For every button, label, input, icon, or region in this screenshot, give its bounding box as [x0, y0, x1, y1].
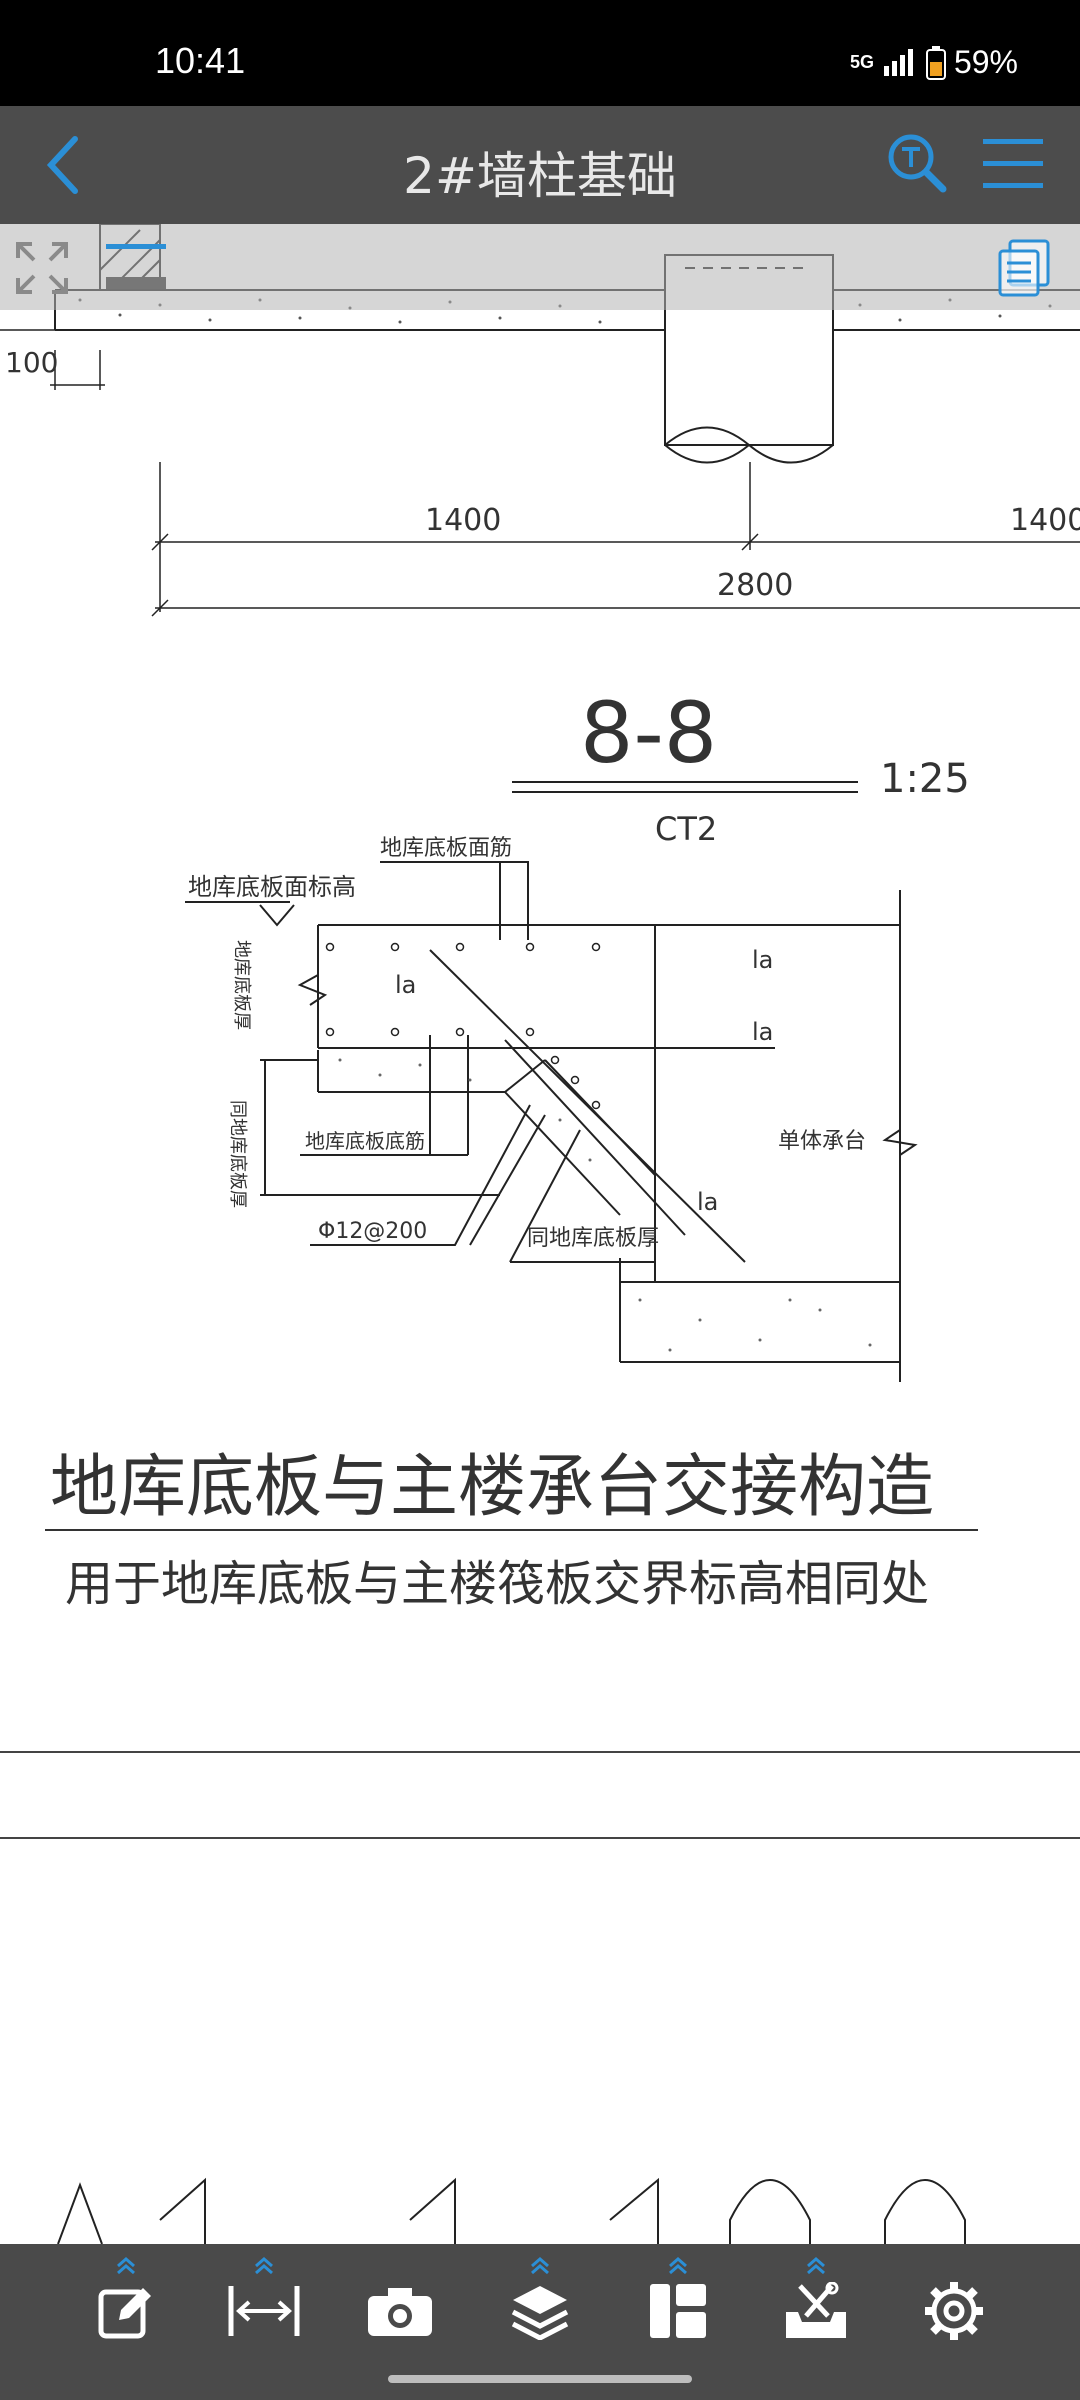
label-la-1: la — [395, 971, 416, 999]
back-arrow-icon — [46, 136, 78, 194]
pages-button[interactable] — [992, 236, 1056, 300]
battery-level: 59% — [953, 44, 1018, 80]
label-bottom-rebar: 地库底板底筋 — [305, 1129, 425, 1153]
dim-1400-right: 1400 — [1010, 503, 1080, 538]
section-detail — [185, 861, 918, 1382]
edit-icon — [98, 2288, 151, 2339]
expand-chevron-icon — [807, 2257, 825, 2275]
section-ref: CT2 — [655, 810, 717, 848]
canvas-overlay-bar — [0, 224, 1080, 310]
expand-chevron-icon — [669, 2257, 687, 2275]
concrete-texture-detail — [338, 1058, 872, 1352]
status-time: 10:41 — [155, 40, 246, 81]
camera-tool[interactable] — [350, 2256, 450, 2366]
cad-drawing: 100 1400 1400 2800 8-8 1:25 CT2 — [0, 224, 1080, 2244]
bottom-toolbar — [0, 2244, 1080, 2400]
toolbox-icon — [786, 2282, 846, 2338]
dim-100: 100 — [5, 346, 58, 379]
status-bar: 10:41 5G 59% — [0, 0, 1080, 106]
label-cap: 单体承台 — [778, 1129, 866, 1154]
document-title: 2#墙柱基础 — [403, 147, 677, 205]
app-bar: 2#墙柱基础 — [0, 106, 1080, 224]
menu-icon — [983, 139, 1043, 188]
camera-icon — [368, 2288, 432, 2336]
back-button[interactable] — [28, 130, 98, 200]
label-top-elev: 地库底板面标高 — [188, 873, 356, 901]
dim-2800: 2800 — [717, 568, 793, 603]
layers-tool[interactable] — [490, 2256, 590, 2366]
drawing-subcaption: 用于地库底板与主楼筏板交界标高相同处 — [65, 1556, 929, 1612]
dimension-lines — [151, 462, 1080, 617]
network-label: 5G — [849, 52, 874, 72]
partial-glyphs — [57, 2177, 966, 2244]
menu-button[interactable] — [978, 128, 1048, 198]
drawing-canvas[interactable]: 100 1400 1400 2800 8-8 1:25 CT2 — [0, 224, 1080, 2244]
label-stirrup: Φ12@200 — [318, 1219, 427, 1244]
drawing-caption: 地库底板与主楼承台交接构造 — [50, 1448, 934, 1527]
rebar-dots — [325, 942, 601, 1110]
gear-icon — [925, 2282, 983, 2340]
section-title: 8-8 — [580, 684, 717, 782]
tools-tool[interactable] — [766, 2256, 866, 2366]
pages-icon — [998, 239, 1050, 297]
status-icons: 5G 59% — [850, 44, 1018, 81]
label-la-2: la — [752, 946, 773, 974]
dim-1400-left: 1400 — [425, 503, 501, 538]
section-scale: 1:25 — [880, 756, 970, 802]
label-la-3: la — [752, 1018, 773, 1046]
layers-icon — [511, 2286, 569, 2340]
label-same-slab: 同地库底板厚 — [527, 1226, 659, 1251]
edit-tool[interactable] — [76, 2256, 176, 2366]
fullscreen-button[interactable] — [10, 236, 74, 300]
text-search-button[interactable] — [882, 128, 952, 198]
expand-chevron-icon — [531, 2257, 549, 2275]
layout-tool[interactable] — [628, 2256, 728, 2366]
canvas-tab-indicator[interactable] — [106, 244, 166, 296]
layout-icon — [650, 2284, 706, 2338]
label-top-rebar: 地库底板面筋 — [380, 836, 512, 861]
battery-icon — [925, 45, 946, 80]
signal-icon — [883, 48, 913, 76]
expand-chevron-icon — [117, 2257, 135, 2275]
label-slab-thick: 地库底板厚 — [231, 940, 252, 1030]
fullscreen-icon — [16, 242, 68, 294]
expand-chevron-icon — [255, 2257, 273, 2275]
measure-icon — [228, 2286, 300, 2336]
settings-tool[interactable] — [904, 2256, 1004, 2366]
home-indicator[interactable] — [388, 2375, 692, 2383]
text-search-icon — [888, 134, 947, 193]
measure-tool[interactable] — [214, 2256, 314, 2366]
label-la-4: la — [697, 1188, 718, 1216]
label-same-thick: 同地库底板厚 — [227, 1100, 248, 1208]
